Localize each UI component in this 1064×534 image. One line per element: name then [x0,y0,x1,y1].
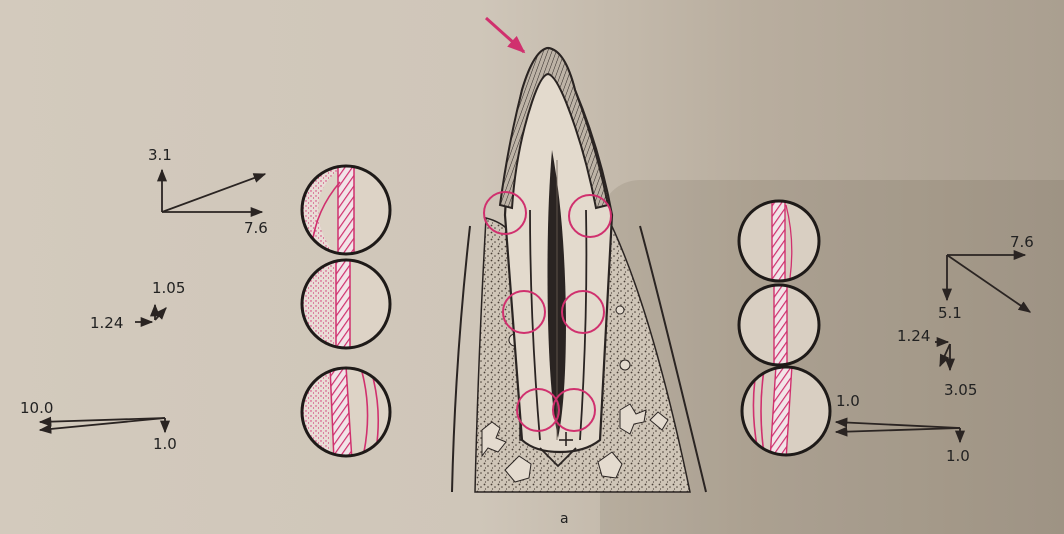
left-vector-3-label-horizontal: 10.0 [20,401,53,416]
right-detail-circle-3 [740,365,835,460]
left-detail-circle-1 [300,165,395,260]
left-vector-diagram-2 [135,305,166,322]
left-vector-1-label-vertical: 3.1 [148,148,172,163]
right-vector-2-label-lower: 3.05 [944,383,977,398]
left-vector-3-label-vertical: 1.0 [153,437,177,452]
right-vector-diagram-2 [935,342,950,370]
right-detail-circle-2 [737,283,822,368]
right-vector-3-label-vertical: 1.0 [946,449,970,464]
right-vector-1-label-vertical: 5.1 [938,306,962,321]
right-vector-2-label-left: 1.24 [897,329,930,344]
left-vector-diagram-3 [40,418,165,432]
left-vector-2-label-upper: 1.05 [152,281,185,296]
left-vector-diagram-1 [162,170,265,212]
right-vector-3-label-horizontal: 1.0 [836,394,860,409]
left-vector-2-label-left: 1.24 [90,316,123,331]
right-detail-circle-1 [737,199,822,284]
left-detail-circle-2 [300,258,395,353]
tooth-cross-section [452,18,706,492]
figure-caption: a [560,512,569,526]
right-vector-1-label-horizontal: 7.6 [1010,235,1034,250]
left-detail-circle-3 [300,366,395,461]
left-vector-1-label-horizontal: 7.6 [244,221,268,236]
right-vector-diagram-3 [836,422,960,442]
